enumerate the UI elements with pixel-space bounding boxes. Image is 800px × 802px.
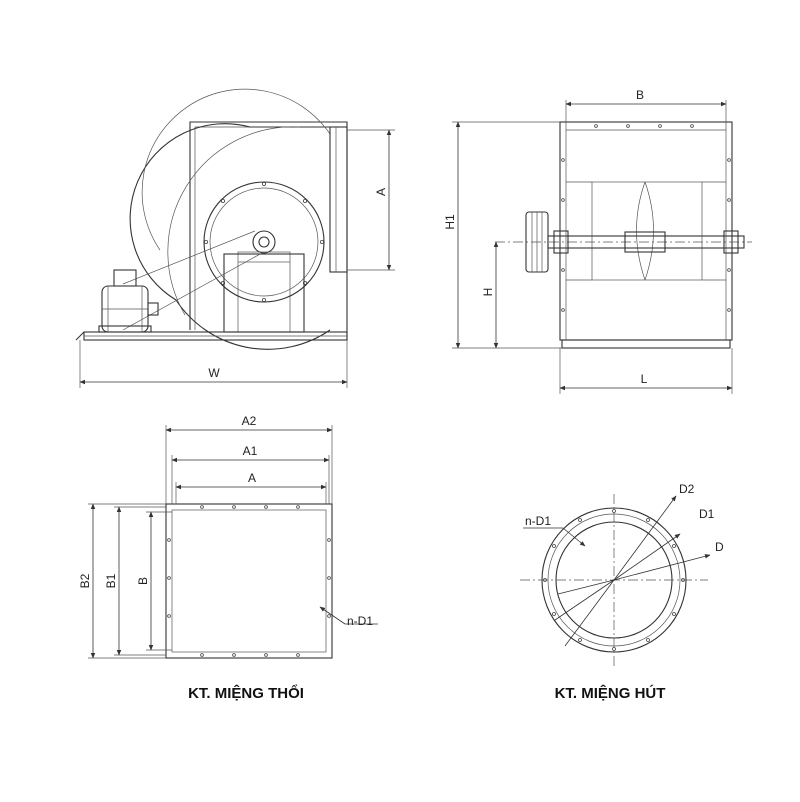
dim-label-a2: A2 [242,414,257,428]
dim-label-d1: D1 [699,507,715,521]
side-view: W A [75,88,395,388]
dim-label-w: W [208,366,220,380]
pulley [525,211,549,273]
dim-label-h: H [481,288,495,297]
outlet-flange-holes [167,505,331,657]
hole-callout-inlet: n-D1 [525,514,551,528]
dim-label-a1: A1 [243,444,258,458]
dim-label-d: D [715,540,724,554]
motor [98,269,159,333]
inlet-flange-view: D2 D1 D n-D1 KT. MIỆNG HÚT [520,482,724,702]
dim-label-d2: D2 [679,482,695,496]
dim-label-b2: B2 [78,573,92,588]
side-flange-holes [561,158,731,312]
dim-label-h1: H1 [443,214,457,230]
dim-label-b: B [136,577,150,585]
outlet-flange-view: A2 A1 A B2 B1 B n-D1 KT. MIỆNG THỔI [78,414,378,702]
dim-label-b-front: B [636,88,644,102]
dim-label-a: A [248,471,256,485]
inlet-bolt-holes [203,181,324,302]
dim-label-l: L [641,372,648,386]
dim-label-a-side: A [374,188,388,196]
front-view: B H1 H L [443,88,752,394]
caption-inlet: KT. MIỆNG HÚT [555,684,666,702]
top-flange-holes [594,124,694,128]
hole-callout-outlet: n-D1 [347,614,373,628]
dim-label-b1: B1 [104,573,118,588]
caption-outlet: KT. MIỆNG THỔI [188,684,304,702]
